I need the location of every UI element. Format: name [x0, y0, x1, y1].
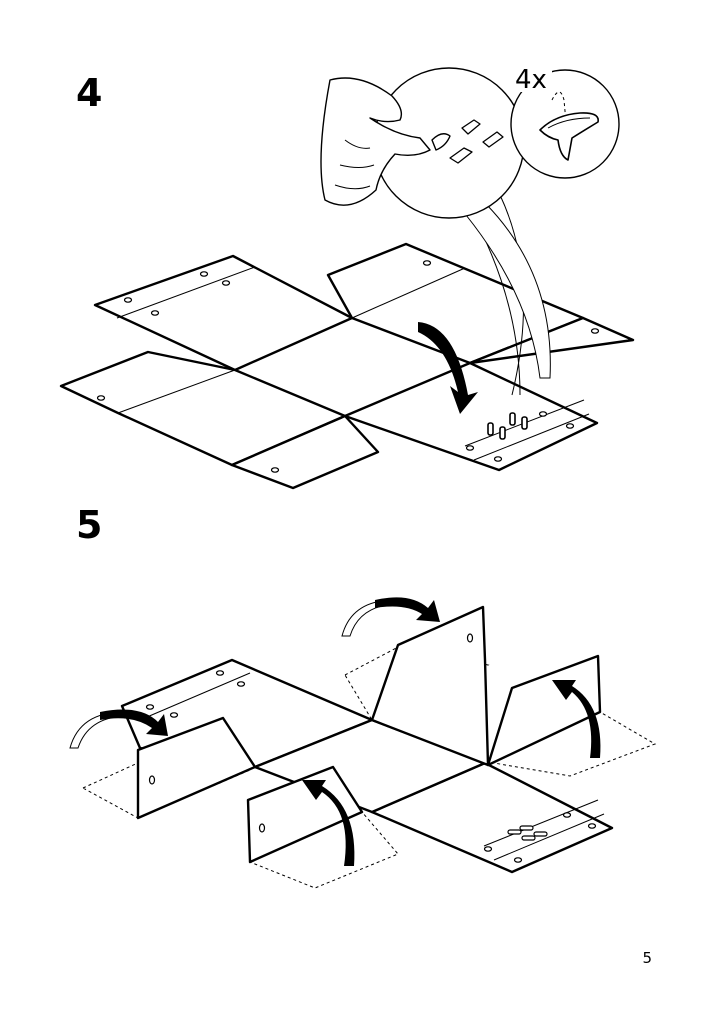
fold-arrows-step5: [69, 597, 601, 866]
inserted-clips: [487, 412, 528, 440]
fold-arrow: [418, 322, 478, 414]
quantity-label: 4x: [515, 65, 547, 95]
page-number: 5: [642, 949, 652, 967]
callout-hand-inserting-clip: [320, 67, 525, 219]
step-number-5: 5: [76, 503, 103, 547]
step4-flat-box-blank: [59, 242, 635, 490]
step-number-4: 4: [76, 71, 103, 115]
callout-clip-detail: 4x: [510, 62, 620, 179]
step5-box-folding: [81, 605, 657, 889]
